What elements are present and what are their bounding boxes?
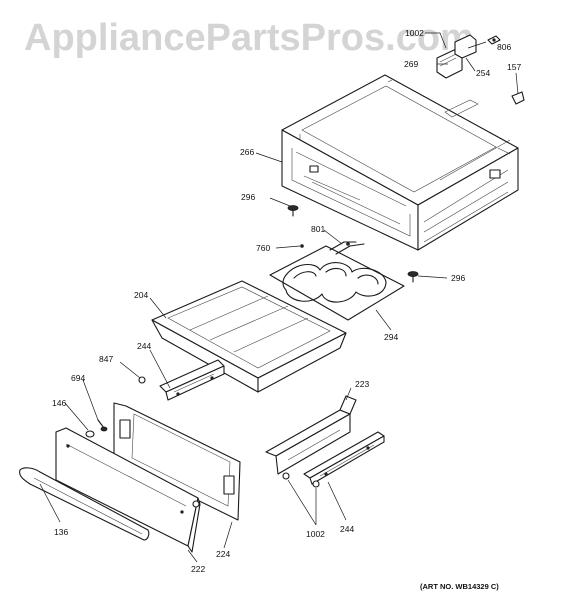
callout-244-top: 244 bbox=[137, 341, 151, 351]
callout-224: 224 bbox=[216, 549, 230, 559]
switch-254 bbox=[454, 34, 477, 59]
screw-296-left bbox=[287, 205, 299, 217]
callout-222: 222 bbox=[191, 564, 205, 574]
screw-694 bbox=[97, 419, 108, 432]
callout-296-left: 296 bbox=[241, 192, 255, 202]
callout-801: 801 bbox=[311, 224, 325, 234]
leader-lines bbox=[39, 32, 519, 563]
callout-806: 806 bbox=[497, 42, 511, 52]
callout-694: 694 bbox=[71, 373, 85, 383]
inner-panel-224 bbox=[113, 402, 241, 521]
handle-136 bbox=[19, 467, 150, 541]
callout-266: 266 bbox=[240, 147, 254, 157]
drawer-frame-223 bbox=[265, 395, 357, 475]
drawer-pan-204 bbox=[151, 280, 347, 393]
spacer-146 bbox=[85, 430, 95, 438]
callout-294: 294 bbox=[384, 332, 398, 342]
rail-244-top bbox=[159, 359, 225, 401]
screw-847 bbox=[138, 376, 146, 384]
callout-223: 223 bbox=[355, 379, 369, 389]
switch-bracket-269 bbox=[436, 49, 463, 79]
callout-labels: 1002 806 269 254 157 266 296 801 760 296… bbox=[52, 28, 521, 574]
callout-1002-top: 1002 bbox=[405, 28, 424, 38]
callout-204: 204 bbox=[134, 290, 148, 300]
callout-146: 146 bbox=[52, 398, 66, 408]
clip-157 bbox=[511, 91, 525, 105]
callout-1002-bottom: 1002 bbox=[306, 529, 325, 539]
bake-element-294 bbox=[269, 241, 405, 321]
screws-1002-bottom bbox=[282, 472, 320, 488]
screw-296-right bbox=[407, 271, 419, 283]
callout-760: 760 bbox=[256, 243, 270, 253]
watermark: AppliancePartsPros.com bbox=[24, 17, 474, 59]
callout-136: 136 bbox=[54, 527, 68, 537]
callout-269: 269 bbox=[404, 59, 418, 69]
art-number: (ART NO. WB14329 C) bbox=[420, 582, 499, 591]
drawer-body-266 bbox=[281, 74, 519, 251]
screw-806 bbox=[487, 35, 501, 45]
callout-254: 254 bbox=[476, 68, 490, 78]
callout-157: 157 bbox=[507, 62, 521, 72]
callout-244-bottom: 244 bbox=[340, 524, 354, 534]
rail-244-bottom bbox=[303, 431, 385, 485]
drawer-front-222 bbox=[55, 427, 201, 553]
callout-847: 847 bbox=[99, 354, 113, 364]
callout-296-right: 296 bbox=[451, 273, 465, 283]
